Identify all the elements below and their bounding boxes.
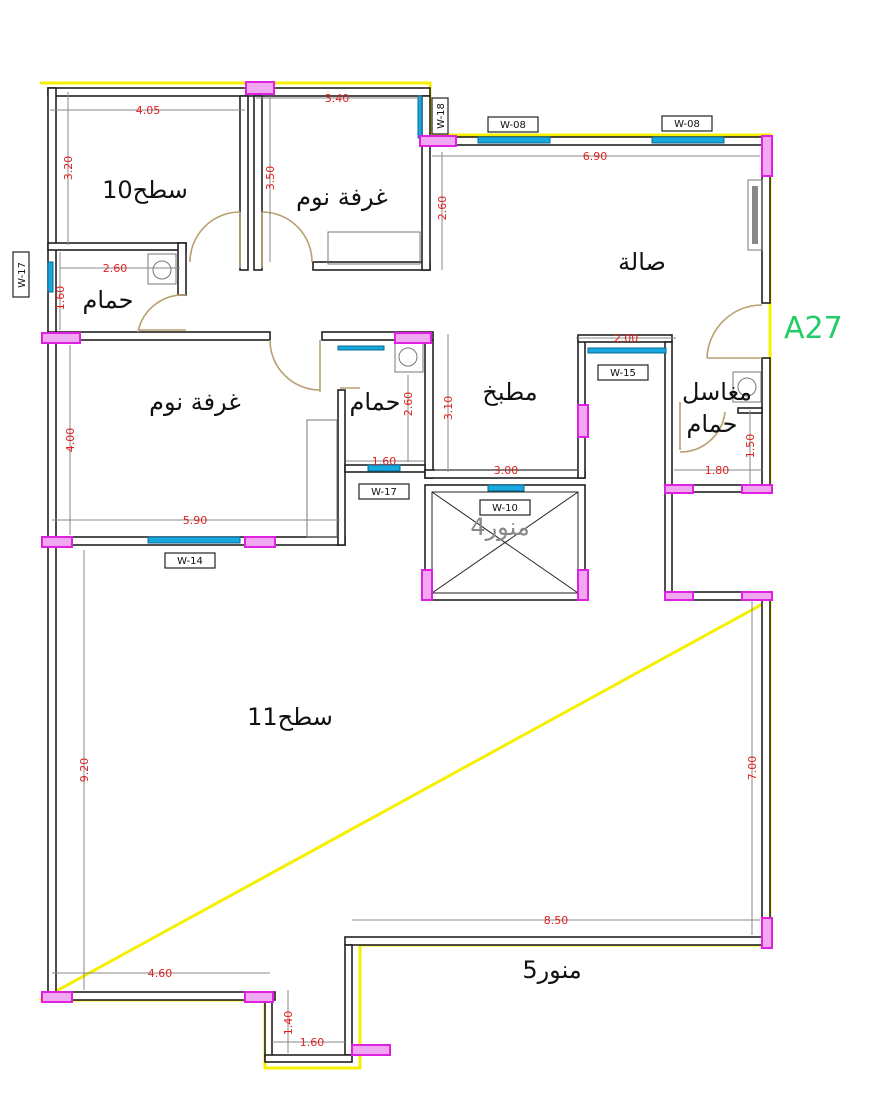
dim-label: 5.90 [183,514,208,527]
windows [47,95,725,544]
room-label-bedroom-2: غرفة نوم [149,388,241,416]
room-label-roof10: سطح10 [102,176,188,204]
dim-label: 1.60 [300,1036,325,1049]
dim-label: 2.60 [436,196,449,221]
dim-label: 3.40 [325,92,350,105]
dim-label: 9.20 [78,758,91,783]
window-tags: W-18 W-08 W-08 W-17 W-15 W-17 W-10 W-14 [12,97,713,569]
dimension-labels: 4.05 3.40 3.20 3.50 2.60 6.90 1.60 2.60 … [54,92,759,1049]
dim-label: 6.90 [583,150,608,163]
dim-label: 1.50 [744,434,757,459]
window-tag: W-10 [492,503,518,514]
room-label-laundry: مغاسل [682,378,752,406]
dim-label: 2.60 [103,262,128,275]
room-label-lightwell-4: منور4 [470,513,529,541]
room-labels: سطح10 غرفة نوم حمام صالة غرفة نوم حمام م… [83,176,843,984]
window-tag: W-17 [371,487,397,498]
dim-label: 1.80 [705,464,730,477]
dim-label: 1.40 [282,1011,295,1036]
walls [47,87,771,1063]
dim-label: 1.60 [54,286,67,311]
room-label-kitchen: مطبخ [482,378,537,406]
dim-label: 2.00 [614,332,639,345]
room-label-roof11: سطح11 [247,703,333,731]
dimension-lines [50,92,762,1053]
room-label-bath-1: حمام [83,286,134,314]
room-label-bath-3: حمام [687,410,738,438]
window-tag: W-08 [674,119,700,130]
dim-label: 3.00 [494,464,519,477]
unit-label: A27 [784,311,843,346]
dim-label: 3.10 [442,396,455,421]
window-tag: W-15 [610,368,636,379]
dim-label: 7.00 [746,756,759,781]
dim-label: 4.05 [136,104,161,117]
room-label-bath-2: حمام [350,388,401,416]
room-label-lightwell-5: منور5 [522,956,581,984]
window-tag: W-17 [17,262,28,288]
room-label-living: صالة [618,248,666,276]
dim-label: 1.60 [372,455,397,468]
fixtures [147,179,763,538]
dim-label: 4.60 [148,967,173,980]
room-label-bedroom-1: غرفة نوم [296,183,388,211]
doors [137,211,763,453]
dim-label: 2.60 [402,392,415,417]
window-tag: W-08 [500,120,526,131]
dim-label: 8.50 [544,914,569,927]
columns [41,81,773,1056]
dim-label: 4.00 [64,428,77,453]
dim-label: 3.20 [62,156,75,181]
dim-label: 3.50 [264,166,277,191]
window-tag: W-18 [436,103,447,129]
window-tag: W-14 [177,556,203,567]
